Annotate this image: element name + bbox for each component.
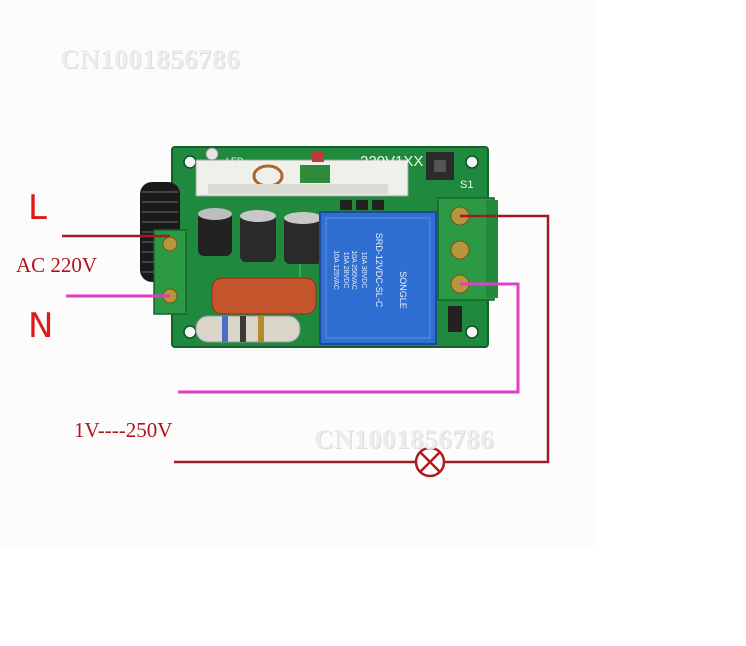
line-label: L xyxy=(28,188,47,228)
lamp-symbol-icon xyxy=(414,446,446,478)
led-marking: LED xyxy=(226,156,244,166)
power-resistor xyxy=(195,315,301,343)
switch-marking: S1 xyxy=(460,179,473,191)
rf-receiver-subboard xyxy=(195,152,409,197)
relay-model-text: SRD-12VDC-SL-C xyxy=(374,233,384,308)
line-output-wire xyxy=(444,214,550,464)
relay-brand-text: SONGLE xyxy=(398,271,408,309)
neutral-output-wire xyxy=(178,282,520,394)
load-voltage-range-label: 1V----250V xyxy=(74,418,173,442)
relay-rating-2: 10A 30VDC xyxy=(360,252,367,289)
input-terminal-block xyxy=(153,229,187,315)
songle-relay xyxy=(319,211,437,345)
relay-rating-1: 10A 250VAC xyxy=(350,250,357,290)
watermark-middle: CN1001856786 xyxy=(314,424,494,454)
relay-rating-3: 10A 125VAC xyxy=(332,250,339,290)
led-indicator xyxy=(205,147,219,161)
supply-voltage-label: AC 220V xyxy=(16,253,98,277)
electrolytic-capacitors xyxy=(198,200,384,264)
board-model-marking: 220V1XX xyxy=(360,153,423,170)
neutral-label: N xyxy=(28,306,54,346)
learn-button-s1 xyxy=(426,152,454,180)
watermark-top: CN1001856786 xyxy=(60,44,240,74)
x-capacitor xyxy=(211,277,317,315)
relay-rating-4: 10A 28VDC xyxy=(342,252,349,289)
